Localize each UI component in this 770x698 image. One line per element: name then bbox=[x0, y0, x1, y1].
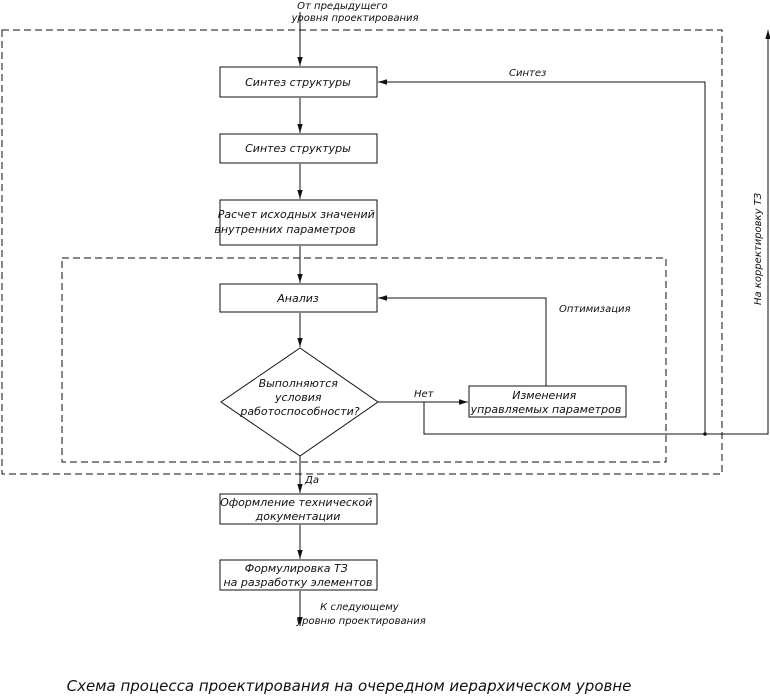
input-label-line-2: уровня проектирования bbox=[290, 13, 418, 24]
tz-box bbox=[219, 559, 378, 591]
synthesis-box-2-text: Синтез структуры bbox=[245, 142, 351, 155]
label-synthesis-loop: Синтез bbox=[509, 68, 546, 79]
decision-line-2: условия bbox=[274, 391, 322, 404]
label-optimization: Оптимизация bbox=[559, 304, 631, 315]
label-no: Нет bbox=[414, 389, 435, 400]
label-yes: Да bbox=[304, 475, 319, 486]
output-label: К следующему уровню проектирования bbox=[295, 602, 425, 627]
analysis-box-text: Анализ bbox=[276, 292, 319, 305]
calc-box-line-2: внутренних параметров bbox=[214, 223, 355, 236]
tz-correction-line bbox=[705, 30, 770, 435]
docs-box-text: Оформление технической документации bbox=[220, 496, 376, 523]
docs-box bbox=[219, 493, 378, 525]
calc-box-line-1: Расчет исходных значений bbox=[218, 208, 375, 221]
analysis-box bbox=[219, 283, 378, 313]
figure-caption: Схема процесса проектирования на очередн… bbox=[67, 677, 632, 695]
synthesis-box-2-line-1: Синтез структуры bbox=[245, 142, 351, 155]
change-params-line-2: управляемых параметров bbox=[470, 403, 622, 416]
tz-box-line-2: на разработку элементов bbox=[223, 576, 372, 589]
change-params-line-1: Изменения bbox=[512, 389, 576, 402]
decision-line-3: работоспособности? bbox=[239, 405, 359, 418]
change-params-text: Изменения управляемых параметров bbox=[470, 389, 622, 416]
calc-box bbox=[219, 199, 378, 246]
docs-box-line-1: Оформление технической bbox=[220, 496, 372, 509]
output-label-line-1: К следующему bbox=[320, 602, 400, 613]
calc-box-text: Расчет исходных значений внутренних пара… bbox=[214, 208, 378, 236]
synthesis-box-1-text: Синтез структуры bbox=[245, 76, 351, 89]
analysis-box-line-1: Анализ bbox=[276, 292, 319, 305]
input-label-line-1: От предыдущего bbox=[297, 1, 388, 12]
synthesis-box-1-line-1: Синтез структуры bbox=[245, 76, 351, 89]
input-label: От предыдущего уровня проектирования bbox=[290, 1, 418, 24]
decision-diamond bbox=[220, 347, 379, 457]
synthesis-box-1 bbox=[219, 66, 378, 98]
synthesis-box-2 bbox=[219, 133, 378, 164]
change-params-box bbox=[468, 385, 627, 418]
tz-box-text: Формулировка ТЗ на разработку элементов bbox=[223, 562, 372, 589]
output-label-line-2: уровню проектирования bbox=[295, 616, 425, 627]
tz-box-line-1: Формулировка ТЗ bbox=[245, 562, 348, 575]
docs-box-line-2: документации bbox=[255, 510, 341, 523]
decision-line-1: Выполняются bbox=[259, 377, 339, 390]
decision-text: Выполняются условия работоспособности? bbox=[239, 377, 359, 418]
inner-dashed-frame bbox=[61, 257, 667, 463]
label-tz-correction: На корректировку ТЗ bbox=[753, 192, 764, 305]
optimization-loop-line bbox=[378, 295, 547, 386]
outer-dashed-frame bbox=[1, 29, 723, 475]
